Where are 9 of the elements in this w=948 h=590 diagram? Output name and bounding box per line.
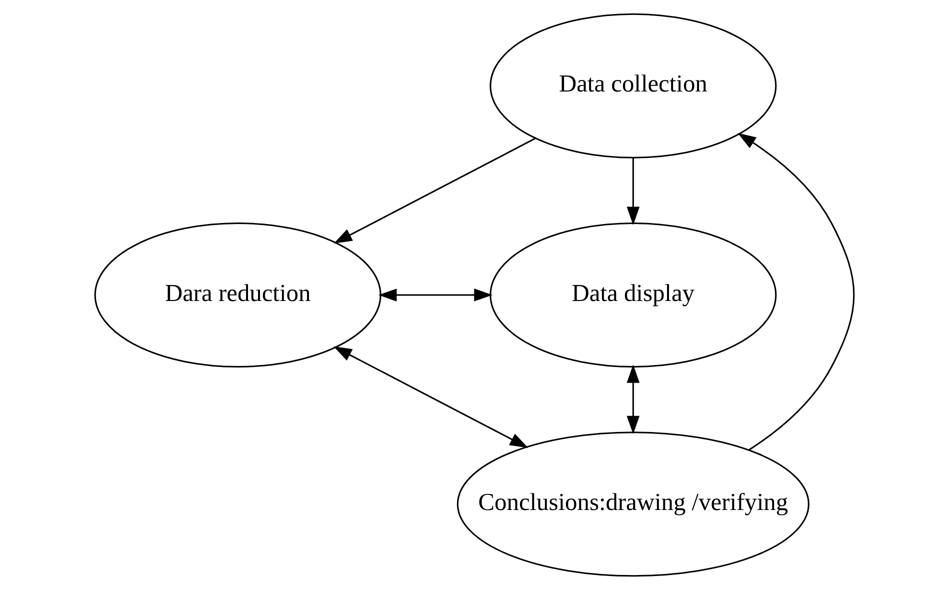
node-ellipse: Data collection [489,13,776,158]
arrow [333,346,528,448]
arrow [737,133,854,451]
arrow [333,138,536,244]
arrow [378,288,492,302]
arrow [626,364,640,434]
node-ellipse: Data display [489,222,776,368]
arrow [626,158,640,226]
node-ellipse: Dara reduction [94,222,381,368]
